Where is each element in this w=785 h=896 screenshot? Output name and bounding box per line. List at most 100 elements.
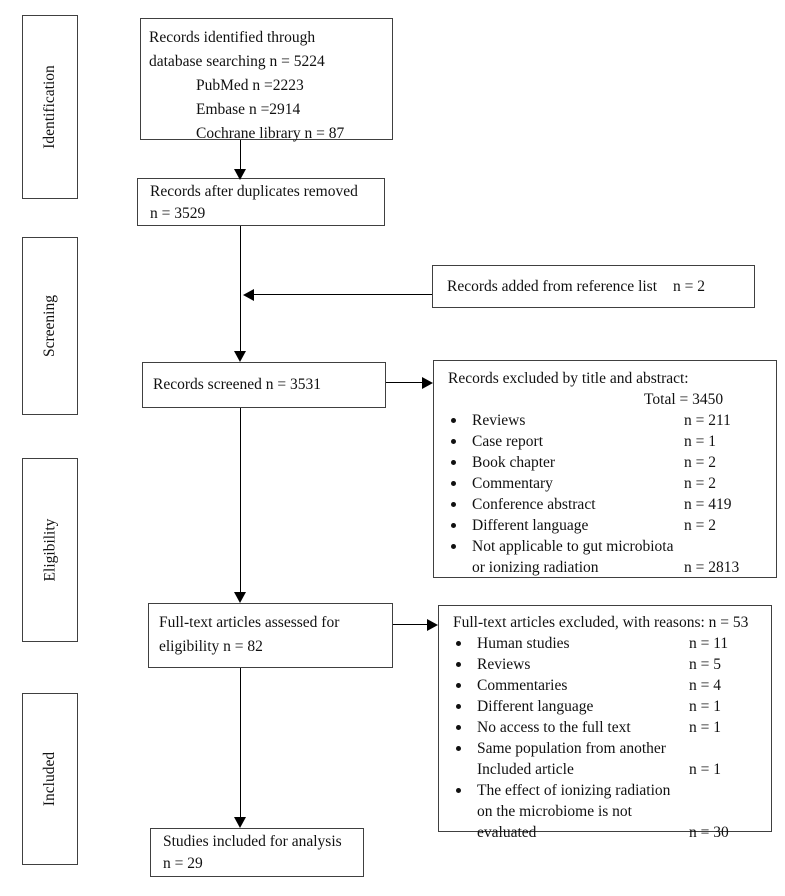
records-identified-line2: database searching n = 5224 [149, 53, 325, 70]
studies-included-box: Studies included for analysis n = 29 [150, 828, 364, 877]
studies-included-line2: n = 29 [163, 855, 203, 872]
records-identified-embase: Embase n =2914 [196, 101, 301, 118]
item-label: Reviews [477, 656, 531, 673]
item-label: The effect of ionizing radiation [477, 782, 671, 799]
bullet-icon [456, 704, 461, 709]
arrow-line-screened-to-excluded [386, 382, 422, 383]
stage-label-identification: Identification [41, 65, 58, 149]
excluded-title-abstract-total: Total = 3450 [644, 391, 724, 408]
list-item: Commentaries n = 4 [439, 675, 771, 696]
item-label: on the microbiome is not [477, 803, 632, 820]
list-item-continuation: Included article n = 1 [439, 759, 771, 780]
list-item: Different language n = 1 [439, 696, 771, 717]
bullet-icon [451, 418, 456, 423]
arrow-down-icon [234, 169, 246, 180]
bullet-icon [451, 544, 456, 549]
stage-label-included: Included [41, 751, 59, 807]
item-label: Conference abstract [472, 496, 596, 513]
arrow-right-icon [422, 377, 433, 389]
records-screened-box: Records screened n = 3531 [142, 362, 386, 408]
list-item: The effect of ionizing radiation [439, 780, 771, 801]
duplicates-removed-line2: n = 3529 [150, 205, 206, 222]
arrow-line-fulltext-to-included [240, 668, 241, 817]
reference-list-box: Records added from reference list n = 2 [432, 265, 755, 308]
excluded-title-abstract-box: Records excluded by title and abstract: … [433, 360, 777, 578]
records-identified-cochrane: Cochrane library n = 87 [196, 125, 345, 142]
list-item: No access to the full text n = 1 [439, 717, 771, 738]
arrow-line-duplicates-to-screened [240, 226, 241, 351]
bullet-icon [456, 725, 461, 730]
fulltext-assessed-line2: eligibility n = 82 [159, 638, 263, 655]
list-item-continuation: or ionizing radiation n = 2813 [434, 557, 776, 578]
list-item: Different language n = 2 [434, 515, 776, 536]
item-label: Reviews [472, 412, 526, 429]
list-item: Conference abstract n = 419 [434, 494, 776, 515]
stage-box-screening: Screening [22, 237, 78, 415]
arrow-left-icon [243, 289, 254, 301]
item-value: n = 1 [684, 433, 716, 450]
studies-included-line1: Studies included for analysis [163, 833, 342, 850]
bullet-icon [451, 439, 456, 444]
bullet-icon [456, 788, 461, 793]
stage-box-identification: Identification [22, 15, 78, 199]
item-label: Commentaries [477, 677, 568, 694]
arrow-down-icon [234, 351, 246, 362]
item-value: n = 2813 [684, 559, 740, 576]
fulltext-excluded-title: Full-text articles excluded, with reason… [453, 614, 749, 631]
item-label: Not applicable to gut microbiota [472, 538, 674, 555]
item-label: or ionizing radiation [472, 559, 599, 576]
fulltext-assessed-box: Full-text articles assessed for eligibil… [148, 603, 393, 668]
bullet-icon [451, 460, 456, 465]
fulltext-assessed-line1: Full-text articles assessed for [159, 614, 340, 631]
item-value: n = 5 [689, 656, 721, 673]
item-value: n = 419 [684, 496, 732, 513]
bullet-icon [456, 662, 461, 667]
list-item: Reviews n = 5 [439, 654, 771, 675]
item-label: Included article [477, 761, 574, 778]
item-label: Book chapter [472, 454, 556, 471]
arrow-right-icon [427, 619, 438, 631]
arrow-down-icon [234, 592, 246, 603]
item-value: n = 1 [689, 698, 721, 715]
item-label: Same population from another [477, 740, 666, 757]
list-item: Not applicable to gut microbiota [434, 536, 776, 557]
item-label: No access to the full text [477, 719, 631, 736]
item-value: n = 2 [684, 454, 716, 471]
item-value: n = 1 [689, 719, 721, 736]
reference-list-label: Records added from reference list [447, 277, 658, 295]
item-label: Different language [472, 517, 589, 534]
item-value: n = 4 [689, 677, 721, 694]
item-label: Case report [472, 433, 544, 450]
item-value: n = 2 [684, 517, 716, 534]
arrow-line-identified-to-duplicates [240, 140, 241, 169]
records-identified-box: Records identified through database sear… [140, 18, 393, 142]
list-item-continuation: on the microbiome is not [439, 801, 771, 822]
list-item: Book chapter n = 2 [434, 452, 776, 473]
bullet-icon [451, 502, 456, 507]
records-identified-line1: Records identified through [149, 29, 316, 46]
records-identified-pubmed: PubMed n =2223 [196, 77, 304, 94]
excluded-title-abstract-title: Records excluded by title and abstract: [448, 370, 689, 387]
arrow-line-reference-to-flow [254, 294, 432, 295]
item-value: n = 2 [684, 475, 716, 492]
stage-box-eligibility: Eligibility [22, 458, 78, 642]
bullet-icon [456, 746, 461, 751]
reference-list-value: n = 2 [673, 277, 706, 295]
duplicates-removed-line1: Records after duplicates removed [150, 183, 358, 200]
arrow-line-fulltext-to-excluded [393, 624, 427, 625]
arrow-down-icon [234, 817, 246, 828]
item-label: Different language [477, 698, 594, 715]
item-label: evaluated [477, 824, 537, 841]
fulltext-excluded-box: Full-text articles excluded, with reason… [438, 605, 772, 841]
list-item: Same population from another [439, 738, 771, 759]
item-label: Human studies [477, 635, 570, 652]
item-value: n = 11 [689, 635, 729, 652]
item-value: n = 1 [689, 761, 721, 778]
duplicates-removed-box: Records after duplicates removed n = 352… [137, 178, 385, 226]
list-item: Case report n = 1 [434, 431, 776, 452]
stage-label-screening: Screening [41, 295, 59, 357]
